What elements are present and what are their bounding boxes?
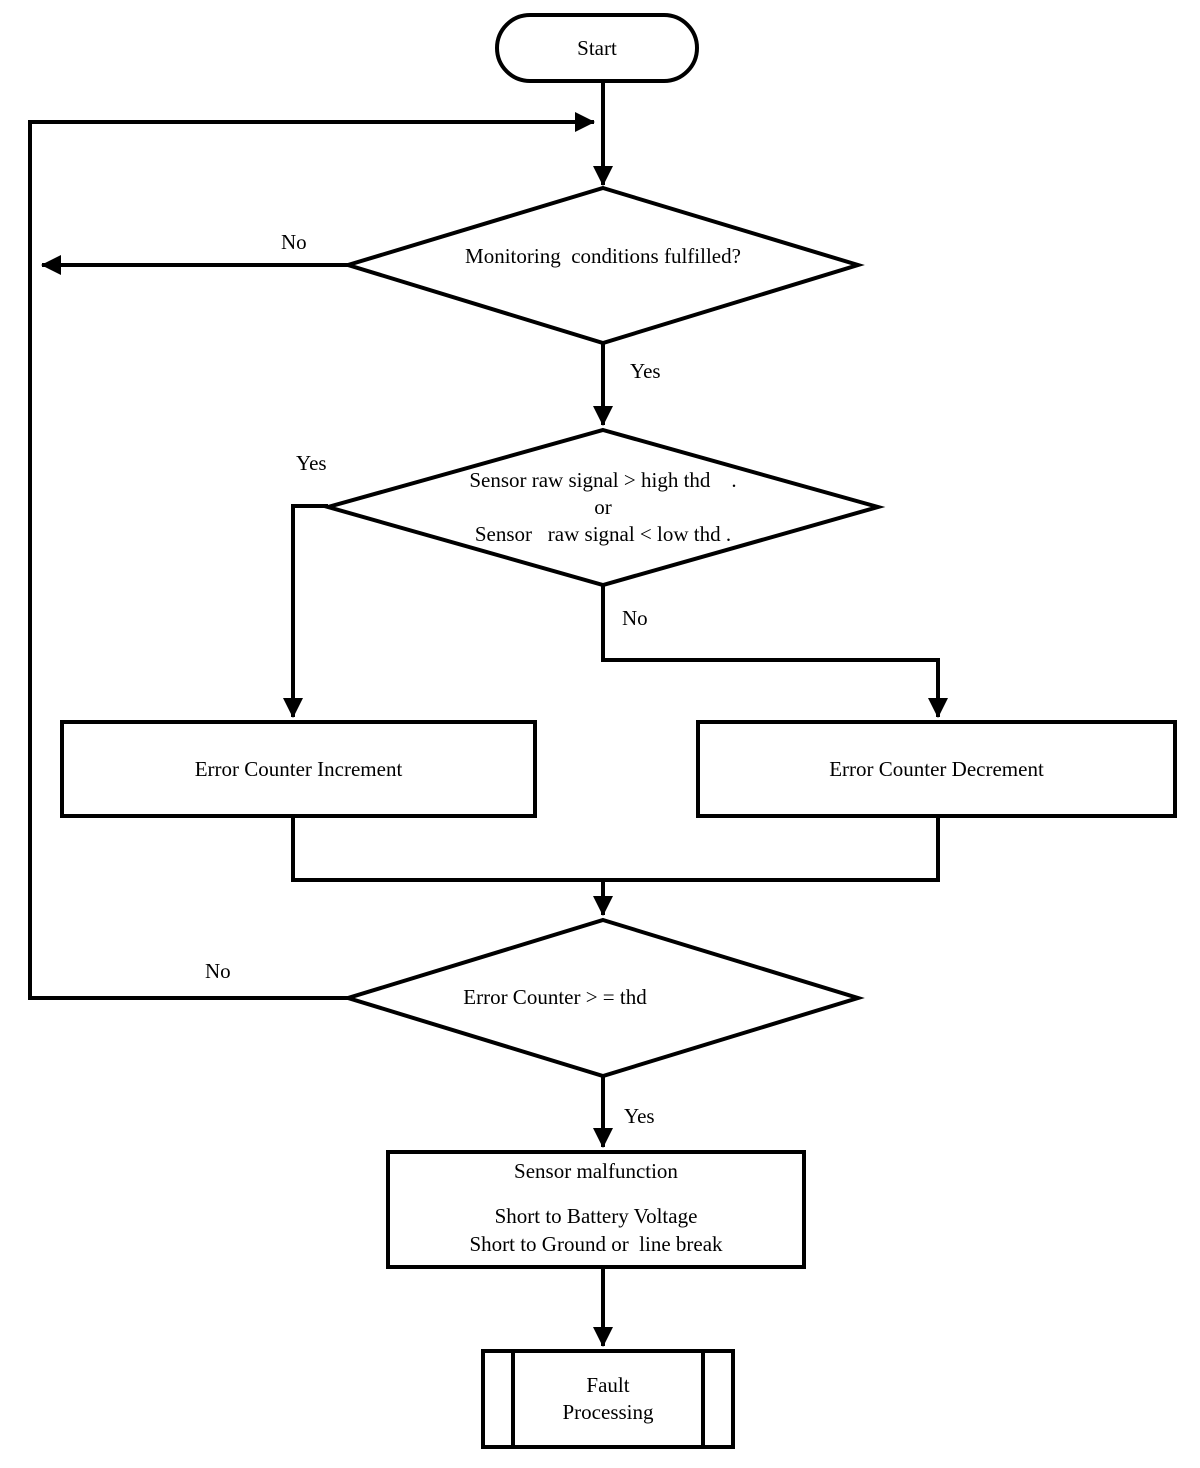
fault-processing-shape (481, 1349, 735, 1449)
edge-signal-yes (283, 504, 328, 718)
signal-decision-label: Sensor raw signal > high thd . or Sensor… (469, 468, 737, 546)
start-node-label: Start (577, 35, 617, 60)
sensor-malfunction-title: Sensor malfunction (514, 1159, 678, 1183)
edge-label-counter-no: No (205, 959, 231, 983)
start-node-shape (495, 13, 699, 83)
edge-label-monitoring-yes: Yes (630, 359, 661, 383)
error-counter-decrement-label: Error Counter Decrement (829, 756, 1044, 781)
sensor-malfunction-detail: Short to Battery Voltage Short to Ground… (469, 1204, 723, 1256)
error-counter-decision-label: Error Counter > = thd (463, 985, 647, 1009)
edge-label-signal-yes: Yes (296, 451, 327, 475)
edge-label-monitoring-no: No (281, 230, 307, 254)
error-counter-decrement-shape (696, 720, 1177, 818)
edge-signal-no (601, 585, 948, 718)
monitoring-decision-shape (341, 185, 865, 346)
fault-processing-label: Fault Processing (562, 1373, 654, 1424)
edge-label-counter-yes: Yes (624, 1104, 655, 1128)
error-counter-increment-shape (60, 720, 537, 818)
error-counter-increment-label: Error Counter Increment (194, 756, 403, 781)
error-counter-decision-shape (341, 917, 865, 1079)
sensor-malfunction-shape (386, 1150, 806, 1269)
signal-decision-shape (320, 427, 886, 588)
edge-label-signal-no: No (622, 606, 648, 630)
monitoring-decision-label: Monitoring conditions fulfilled? (465, 244, 741, 268)
